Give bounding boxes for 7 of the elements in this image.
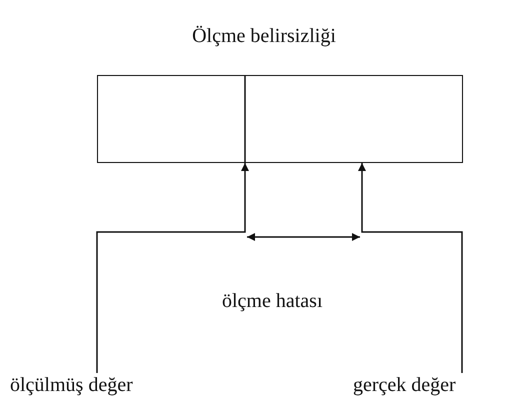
uncertainty-bar [97, 75, 463, 163]
measurement-label: ölçme hatası [222, 289, 323, 313]
arrow [358, 163, 463, 373]
title: Ölçme belirsizliği [191, 24, 337, 48]
value-label: gerçek değer [353, 373, 456, 397]
value-label: ölçülmüş değer [10, 373, 133, 397]
arrow [96, 163, 249, 373]
